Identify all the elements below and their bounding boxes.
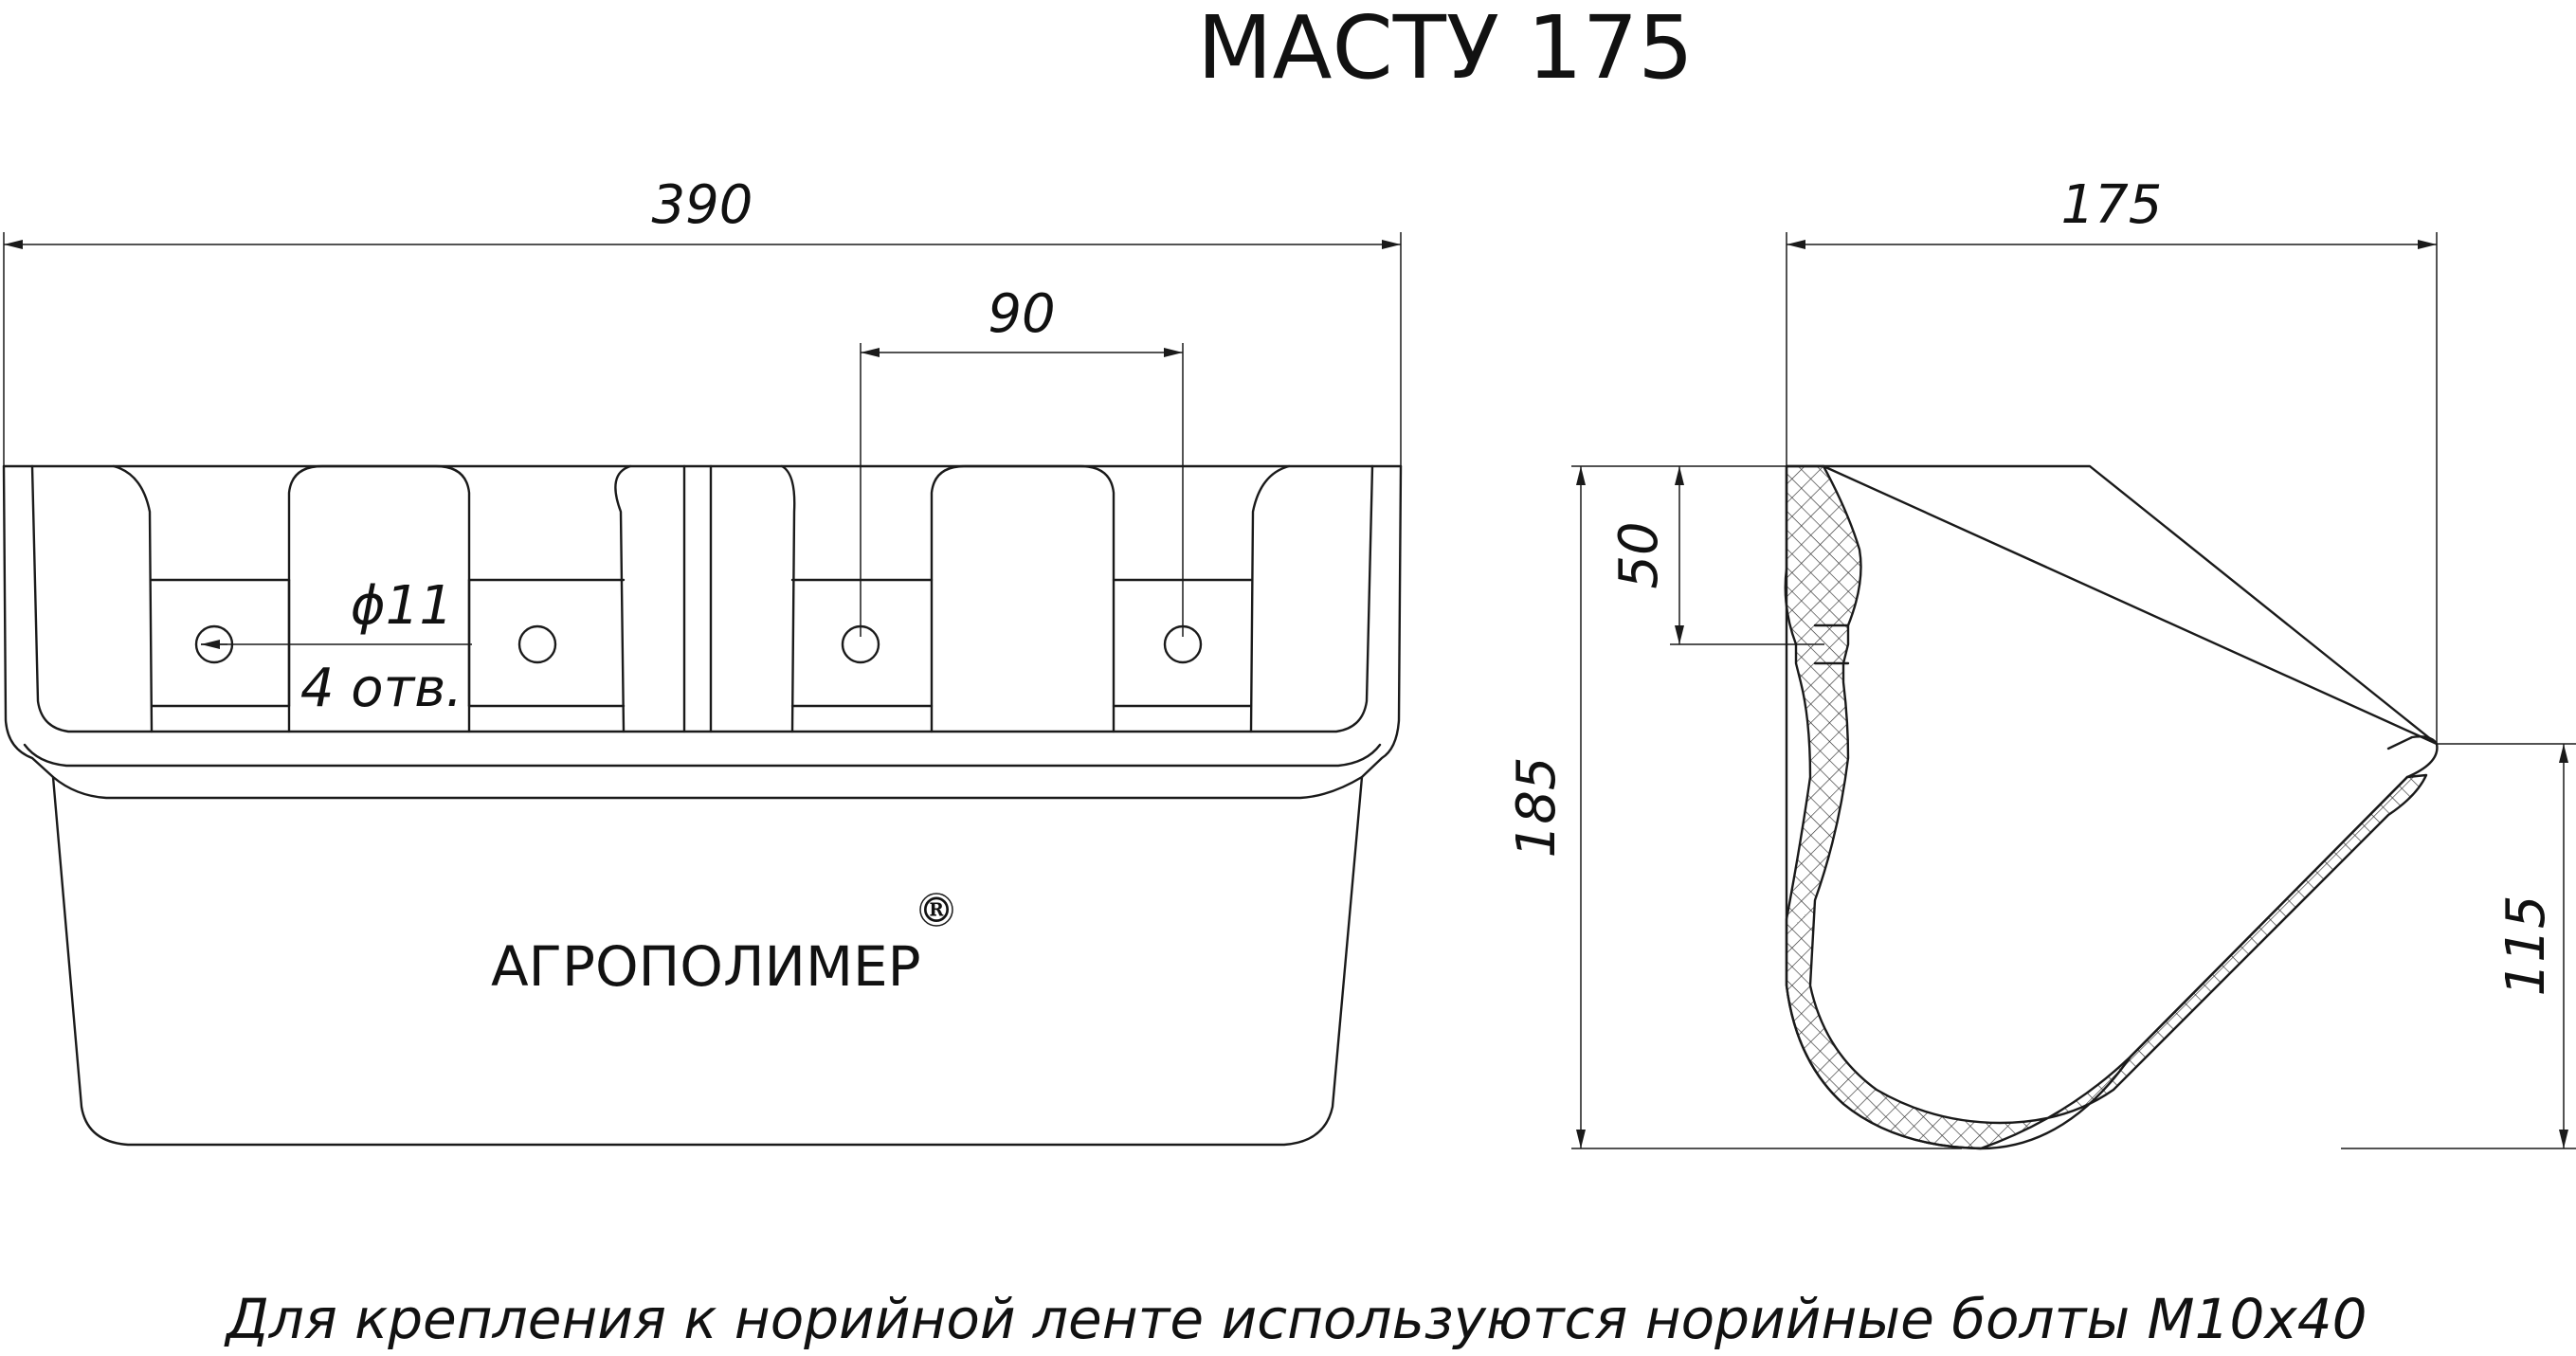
registered-mark: ® — [919, 891, 953, 931]
dimension-label-height: 185 — [1506, 757, 1568, 859]
mounting-hole — [841, 624, 880, 664]
dimension-label-rim-height: 50 — [1608, 521, 1670, 588]
dimension-hole-spacing: 90 — [860, 283, 1184, 637]
dimension-height: 185 — [1506, 465, 1962, 1149]
hole-diameter-label: ϕ11 — [351, 575, 453, 637]
dimension-overall-width: 390 — [3, 174, 1402, 474]
dimension-label-hole-spacing: 90 — [988, 283, 1055, 345]
svg-text:®: ® — [919, 891, 953, 931]
mounting-hole — [517, 624, 557, 664]
dimension-label-overall-width: 390 — [652, 174, 753, 236]
hole-count-label: 4 отв. — [300, 658, 463, 719]
dimension-depth: 175 — [1786, 174, 2438, 744]
hole-callout: ϕ11 4 отв. — [201, 575, 472, 719]
dimension-rim-height: 50 — [1608, 466, 1824, 645]
front-view: 390 90 — [2, 174, 1403, 1147]
mounting-hole — [1163, 624, 1203, 664]
bucket-side-profile — [1784, 464, 2439, 1150]
dimension-label-lower-height: 115 — [2495, 895, 2557, 997]
mounting-note: Для крепления к норийной ленте использую… — [223, 1287, 2367, 1351]
dimension-label-depth: 175 — [2061, 174, 2163, 236]
bucket-front-outline — [2, 464, 1403, 1147]
wall-section-hatch — [1784, 464, 2428, 1150]
dimension-lower-height: 115 — [2341, 743, 2576, 1149]
drawing-title: МАСТУ 175 — [1197, 0, 1694, 99]
brand-name: АГРОПОЛИМЕР — [491, 934, 921, 999]
side-view: 175 185 50 115 — [1506, 174, 2576, 1150]
